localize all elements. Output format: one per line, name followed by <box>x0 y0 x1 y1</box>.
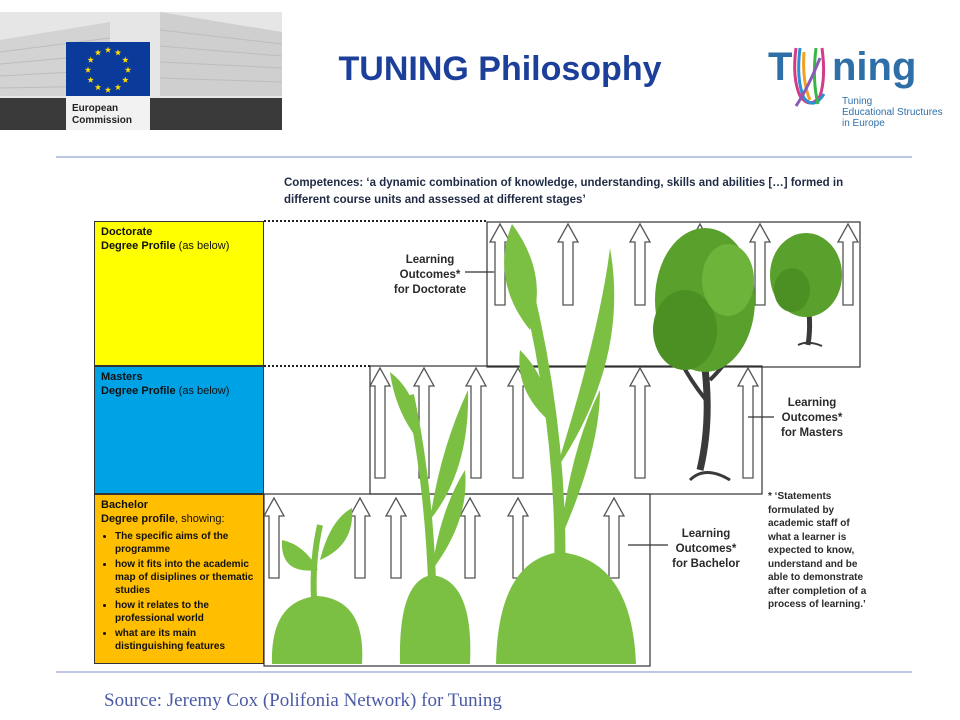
tuning-swoosh-icon <box>793 47 826 107</box>
bachelor-bullet-item: how it relates to the professional world <box>115 599 257 625</box>
growth-arrow-icon <box>348 496 372 579</box>
learning-outcomes-bachelor: Learning Outcomes* for Bachelor <box>672 528 740 570</box>
bachelor-profile-label: Degree profile, showing: <box>101 513 225 525</box>
growth-arrow-icon <box>262 496 286 579</box>
eu-star-icon <box>94 83 102 91</box>
growth-arrow-icon <box>384 496 408 579</box>
eu-star-icon <box>84 66 92 73</box>
bachelor-bullet-item: what are its main distinguishing feature… <box>115 627 257 653</box>
eu-stars-icon <box>84 46 132 93</box>
bachelor-level-box: Bachelor Degree profile, showing: The sp… <box>94 494 264 664</box>
tuning-logo-line3: in Europe <box>842 118 885 129</box>
growth-arrow-icon <box>556 222 580 306</box>
eu-star-icon <box>87 56 94 63</box>
page-title: TUNING Philosophy <box>338 50 662 88</box>
growth-arrow-icon <box>602 496 626 579</box>
bachelor-bullet-item: how it fits into the academic map of dis… <box>115 558 257 597</box>
eu-star-icon <box>87 76 94 83</box>
growth-arrow-icon <box>748 222 772 306</box>
tuning-logo: T ning Tuning Educational Structures in … <box>768 45 943 129</box>
masters-level-box: Masters Degree Profile (as below) <box>94 366 264 494</box>
bachelor-level-name: Bachelor <box>101 499 149 511</box>
eu-star-icon <box>122 76 129 83</box>
small-plant-illustration <box>271 508 363 664</box>
tuning-logo-word: ning <box>832 45 916 89</box>
european-commission-logo: European Commission <box>0 12 282 130</box>
learning-outcomes-footnote: * ‘Statements formulated by academic sta… <box>768 491 867 610</box>
tuning-logo-line1: Tuning <box>842 96 872 107</box>
doctorate-level-name: Doctorate <box>101 226 153 238</box>
growth-arrow-icon <box>628 366 652 479</box>
ec-logo-line2: Commission <box>72 115 132 126</box>
growth-arrow-icon <box>458 496 482 579</box>
eu-star-icon <box>122 56 129 63</box>
growth-arrow-icon <box>736 366 760 479</box>
source-credit: Source: Jeremy Cox (Polifonia Network) f… <box>104 690 502 711</box>
masters-level-name: Masters <box>101 371 143 383</box>
eu-star-icon <box>114 83 122 91</box>
ec-logo-line1: European <box>72 103 118 114</box>
small-tree-illustration <box>770 233 842 347</box>
eu-star-icon <box>114 49 122 56</box>
eu-star-icon <box>124 66 132 73</box>
growth-arrow-icon <box>506 496 530 579</box>
learning-outcomes-masters: Learning Outcomes* for Masters <box>781 397 843 439</box>
eu-star-icon <box>104 46 112 53</box>
growth-arrow-icon <box>836 222 860 306</box>
eu-star-icon <box>104 86 112 93</box>
doctorate-profile-label: Degree Profile (as below) <box>101 240 230 252</box>
tuning-logo-line2: Educational Structures <box>842 107 943 118</box>
bachelor-bullet-item: The specific aims of the programme <box>115 530 257 556</box>
growth-arrow-icon <box>464 366 488 479</box>
eu-star-icon <box>94 49 102 56</box>
bachelor-profile-bullets: The specific aims of the programme how i… <box>101 530 257 653</box>
growth-arrow-icon <box>628 222 652 306</box>
tall-plant-illustration <box>496 224 636 664</box>
competences-definition: Competences: ‘a dynamic combination of k… <box>284 177 844 206</box>
masters-profile-label: Degree Profile (as below) <box>101 385 230 397</box>
medium-plant-illustration <box>390 372 471 664</box>
svg-text:T: T <box>768 45 792 89</box>
growth-arrow-icon <box>368 366 392 479</box>
eu-flag-icon <box>66 42 150 104</box>
doctorate-level-box: Doctorate Degree Profile (as below) <box>94 221 264 366</box>
large-tree-illustration <box>653 228 755 482</box>
learning-outcomes-doctorate: Learning Outcomes* for Doctorate <box>393 254 467 296</box>
